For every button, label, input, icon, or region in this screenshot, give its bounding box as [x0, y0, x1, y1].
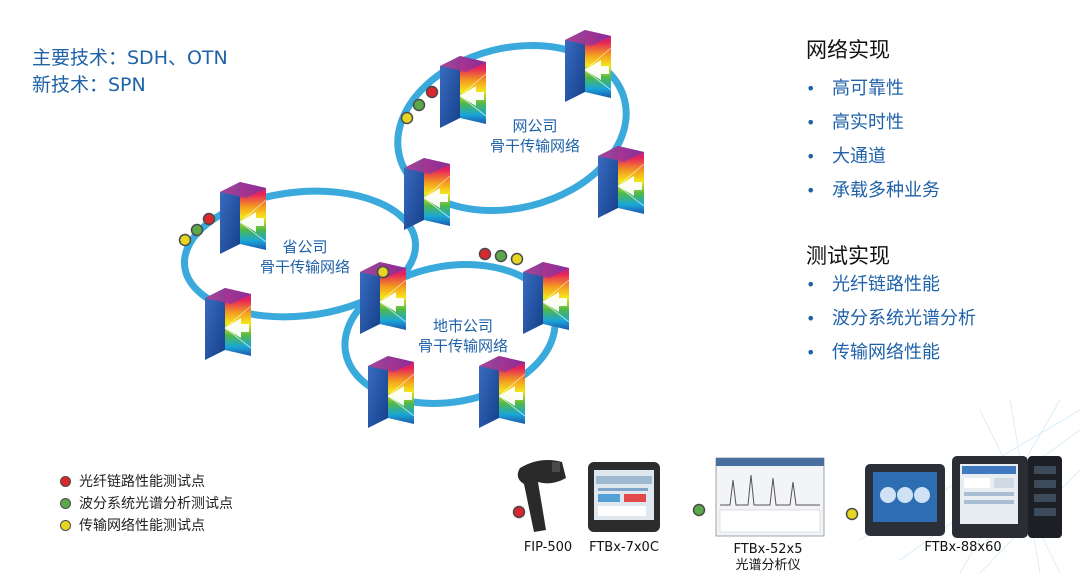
ring-label-company: 网公司 骨干传输网络: [490, 116, 580, 156]
device-label-line: FTBx-52x5: [733, 542, 803, 557]
ring-company: [394, 41, 630, 215]
legend-label: 传输网络性能测试点: [79, 518, 205, 534]
device-label-line: 光谱分析仪: [735, 558, 801, 573]
list-item: • 波分系统光谱分析: [806, 302, 976, 336]
test-points-city: [376, 247, 524, 279]
legend-item: 波分系统光谱分析测试点: [60, 492, 233, 514]
test-point-dot: [512, 505, 526, 519]
test-impl-title: 测试实现: [806, 244, 890, 268]
device-ftbx-7x0c: [588, 462, 660, 532]
network-node: [403, 157, 451, 231]
device-fip-500: [512, 460, 566, 532]
list-item: • 高可靠性: [806, 72, 940, 106]
list-item: • 光纤链路性能: [806, 268, 976, 302]
device-ftbx-88x60: [845, 456, 1062, 538]
list-item-label: 波分系统光谱分析: [832, 308, 976, 329]
network-node: [478, 355, 526, 429]
device-label-fip: FIP-500: [523, 540, 573, 555]
test-impl-list: • 光纤链路性能 • 波分系统光谱分析 • 传输网络性能: [806, 268, 976, 370]
tech-main: 主要技术：SDH、OTN: [32, 47, 228, 69]
legend-item: 光纤链路性能测试点: [60, 470, 233, 492]
list-item: • 承载多种业务: [806, 174, 940, 208]
ring-label-line: 骨干传输网络: [259, 258, 351, 276]
network-node: [204, 287, 252, 361]
green-dot-icon: [60, 497, 71, 509]
test-points-province: [178, 212, 216, 247]
ring-label-line: 地市公司: [432, 317, 494, 335]
network-node: [439, 55, 487, 129]
tech-new: 新技术：SPN: [32, 74, 146, 96]
network-node: [597, 145, 645, 219]
legend-label: 波分系统光谱分析测试点: [79, 496, 233, 512]
device-label-ftbx52: FTBx-52x5 光谱分析仪: [734, 542, 803, 574]
legend-label: 光纤链路性能测试点: [79, 474, 205, 490]
bullet-icon: •: [806, 147, 816, 166]
bullet-icon: •: [806, 275, 816, 294]
device-label-ftbx88: FTBx-88x60: [924, 540, 1002, 555]
device-ftbx-52x5: [692, 457, 825, 537]
list-item-label: 高实时性: [832, 112, 904, 133]
bullet-icon: •: [806, 343, 816, 362]
list-item: • 大通道: [806, 140, 940, 174]
ring-province: [180, 187, 420, 321]
ring-label-line: 骨干传输网络: [489, 137, 581, 155]
network-node: [564, 29, 612, 103]
list-item-label: 光纤链路性能: [832, 274, 940, 295]
ring-label-line: 省公司: [282, 238, 328, 256]
list-item-label: 传输网络性能: [832, 342, 940, 363]
bullet-icon: •: [806, 113, 816, 132]
network-node: [522, 261, 570, 335]
network-node: [367, 355, 415, 429]
test-point-dot: [845, 507, 859, 521]
ring-label-line: 网公司: [512, 117, 558, 135]
network-impl-list: • 高可靠性 • 高实时性 • 大通道 • 承载多种业务: [806, 72, 940, 208]
list-item: • 传输网络性能: [806, 336, 976, 370]
list-item-label: 高可靠性: [832, 78, 904, 99]
legend-item: 传输网络性能测试点: [60, 514, 233, 536]
yellow-dot-icon: [60, 519, 71, 531]
test-points-company: [400, 85, 439, 125]
ring-label-province: 省公司 骨干传输网络: [260, 237, 350, 277]
ring-label-line: 骨干传输网络: [417, 337, 509, 355]
bullet-icon: •: [806, 309, 816, 328]
list-item-label: 大通道: [832, 146, 886, 167]
list-item-label: 承载多种业务: [832, 180, 940, 201]
network-impl-title: 网络实现: [806, 38, 890, 62]
ring-label-city: 地市公司 骨干传输网络: [418, 316, 508, 356]
bullet-icon: •: [806, 79, 816, 98]
test-point-dot: [692, 503, 706, 517]
bullet-icon: •: [806, 181, 816, 200]
legend: 光纤链路性能测试点 波分系统光谱分析测试点 传输网络性能测试点: [60, 470, 233, 536]
red-dot-icon: [60, 475, 71, 487]
list-item: • 高实时性: [806, 106, 940, 140]
device-label-ftbx7: FTBx-7x0C: [589, 540, 659, 555]
